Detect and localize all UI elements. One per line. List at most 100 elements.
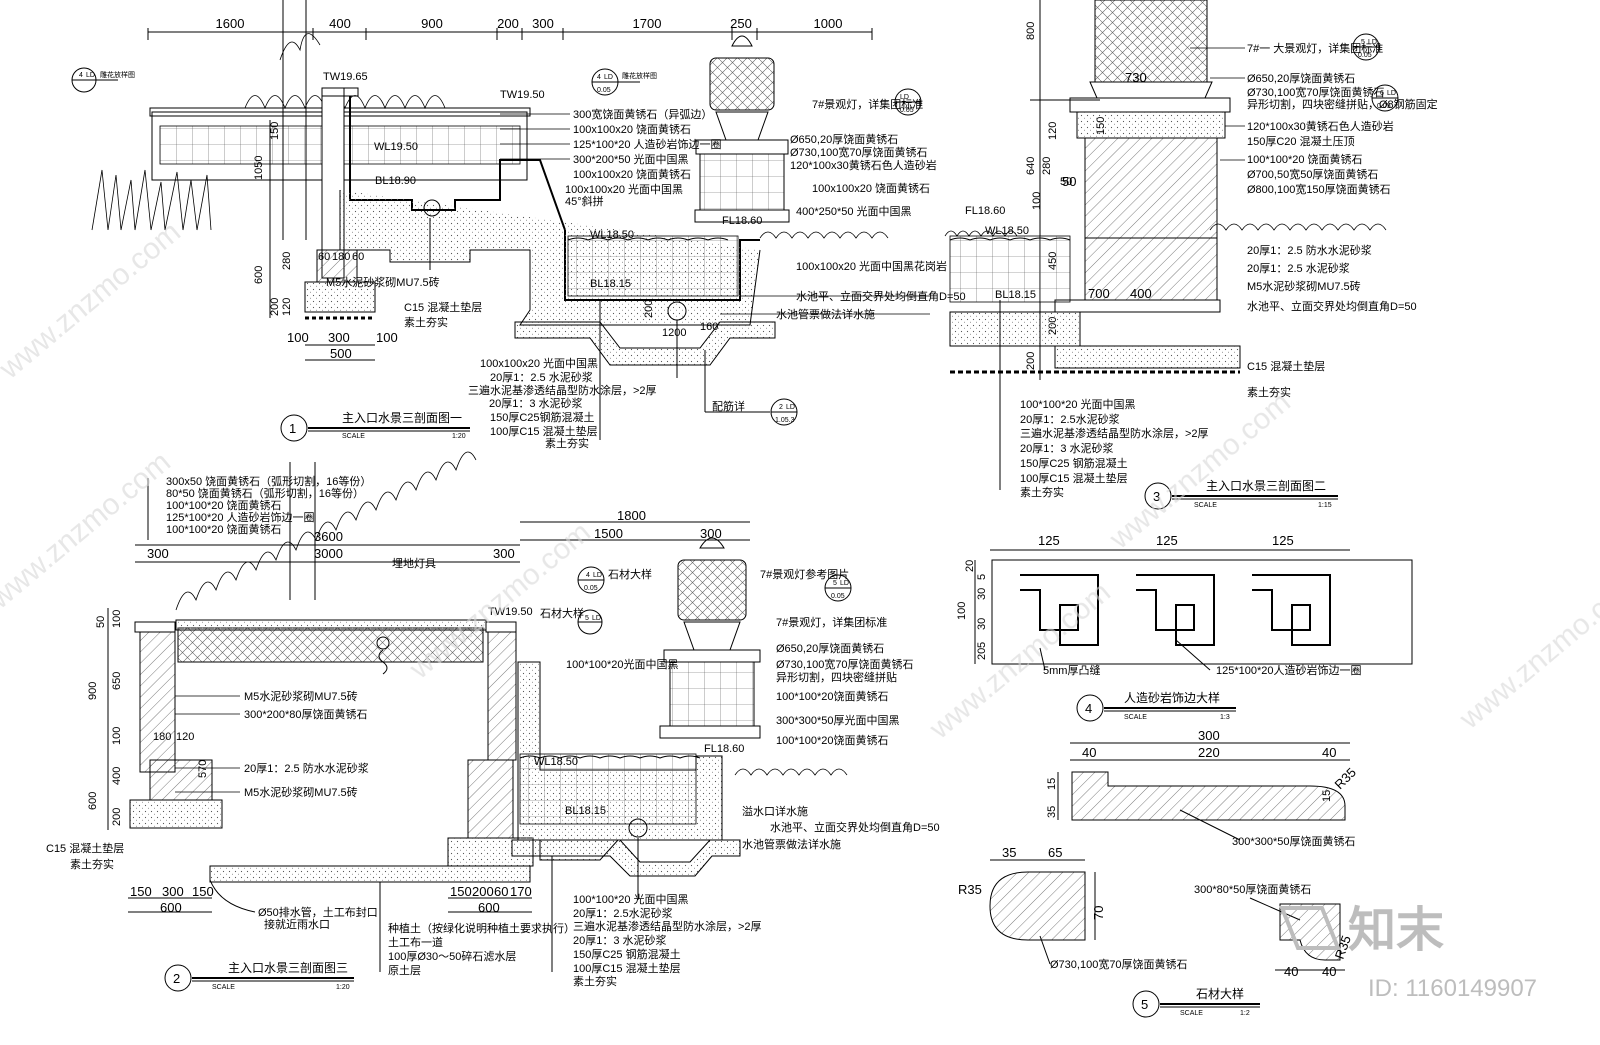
tag-sheet: 0.05 — [1358, 52, 1372, 59]
note: 300*300*50厚光面中国黑 — [776, 713, 900, 727]
note: 120*100x30黄锈石色人造砂岩 — [1247, 119, 1394, 133]
tag-num: 5 — [585, 615, 589, 622]
lamp-post-7b — [659, 537, 761, 739]
s1-lamp-notes: 7#景观灯，详集团标准 Ø650,20厚饶面黄锈石 Ø730,100宽70厚饶面… — [790, 97, 937, 218]
section-2: 300x50 饶面黄锈石（弧形切割，16等份） 80*50 饶面黄锈石（弧形切割… — [46, 451, 940, 992]
scale-label: SCALE — [212, 984, 235, 991]
s1-right-dims: 1200 200 160 — [643, 300, 718, 339]
note: 水池平、立面交界处均倒直角D=50 — [770, 820, 940, 834]
tag-ld: LD — [900, 94, 909, 101]
dim: 400 — [1130, 286, 1152, 301]
s3-vert-dims: 800 640 120 150 280 50 450 200 100 200 — [1025, 22, 1107, 370]
note: 原土层 — [388, 964, 421, 977]
note: 100*100*20 饶面黄锈石 — [1247, 152, 1363, 166]
note: 100厚Ø30～50碎石滤水层 — [388, 949, 516, 963]
tag-ld: LD — [593, 572, 602, 579]
dim: 180 — [332, 251, 350, 263]
dim: 300 — [493, 546, 515, 561]
dim: 1050 — [253, 156, 265, 180]
s4-title-block: 4 人造砂岩饰边大样 SCALE 1:3 — [1076, 690, 1236, 722]
s1-detail-tag-left: 4 LD 雕花放样图 — [71, 67, 135, 93]
s1-notes-right: 300宽饶面黄锈石（异弧边） 100x100x20 饶面黄锈石 125*100*… — [565, 107, 722, 208]
note: 300x50 饶面黄锈石（弧形切割，16等份） — [166, 474, 371, 488]
dim: 900 — [421, 16, 443, 31]
note-stone: 300*300*50厚饶面黄锈石 — [1232, 834, 1356, 848]
dim: 125 — [1038, 533, 1060, 548]
s1-levels: TW19.65 TW19.50 WL19.50 BL18.90 FL18.60 … — [323, 71, 762, 290]
note: 20厚1：2.5 水泥砂浆 — [1247, 261, 1350, 275]
section-title: 石材大样 — [1196, 986, 1244, 1001]
dim: 15 — [1046, 778, 1058, 790]
note: 种植土（按绿化说明种植土要求执行） — [388, 921, 575, 935]
s3-levels: FL18.60 WL18.50 BL18.15 — [965, 205, 1036, 301]
dim: 170 — [510, 884, 532, 899]
s2-title-block: 2 主入口水景三剖面图三 SCALE 1:20 — [164, 961, 354, 992]
note: M5水泥砂浆砌MU7.5砖 — [1247, 279, 1361, 293]
note: 7#景观灯，详集团标准 — [812, 97, 923, 111]
layer: 20厚1：3 水泥砂浆 — [489, 396, 583, 410]
dim: 100 — [287, 330, 309, 345]
tag-num: 5 — [1361, 39, 1365, 46]
section-4: 125 125 125 20 5 30 100 30 5 20 5mm厚凸缝 1… — [956, 533, 1413, 722]
dim: 50 — [1060, 176, 1072, 188]
s1-left-dims: 600 200 120 280 1050 150 — [253, 122, 293, 316]
s3-top-notes: 7#一 大景观灯，详集团标准 Ø650,20厚饶面黄锈石 Ø730,100宽70… — [1247, 41, 1438, 196]
valve-icon — [423, 199, 441, 217]
tag-label: 雕花放样图 — [622, 71, 657, 80]
dim: 150 — [269, 122, 281, 140]
section-number: 3 — [1153, 489, 1160, 504]
s1-base-dims: 100 300 100 500 — [287, 330, 398, 361]
section-5: 300 40 220 40 15 35 15 R35 300*300*50厚饶面… — [958, 728, 1359, 1018]
tag-num: 6 — [1380, 90, 1384, 97]
tag-num: 5 — [833, 580, 837, 587]
s3-layers: 100*100*20 光面中国黑 20厚1：2.5水泥砂浆 三遍水泥基渗透结晶型… — [1020, 397, 1209, 499]
dim: 150 — [130, 884, 152, 899]
dim: 300 — [700, 526, 722, 541]
dim: 300 — [1198, 728, 1220, 743]
dim: 300 — [162, 884, 184, 899]
note: 80*50 饶面黄锈石（弧形切割，16等份） — [166, 486, 364, 500]
note: 400*250*50 光面中国黑 — [796, 204, 912, 218]
note: 300*200*50 光面中国黑 — [573, 152, 689, 166]
note: 100x100x20 光面中国黑花岗岩 — [796, 259, 947, 273]
s3-tags: 5 LD 0.05 6 LD 0.05 — [1352, 33, 1399, 112]
dim: 120 — [1047, 122, 1059, 140]
note: 7#景观灯，详集团标准 — [776, 615, 887, 629]
note: C15 混凝土垫层 — [404, 300, 482, 314]
tag-ld: LD — [1368, 39, 1377, 46]
dim: 1600 — [216, 16, 245, 31]
level-fl: FL18.60 — [965, 205, 1005, 217]
dim: 100 — [111, 727, 123, 745]
layer: 素土夯实 — [545, 436, 589, 450]
s2-drain-notes: Ø50排水管，土工布封口 接就近雨水口 — [258, 905, 378, 931]
s1-lower-notes: 100x100x20 光面中国黑花岗岩 水池平、立面交界处均倒直角D=50 水池… — [776, 259, 966, 321]
dim: 65 — [1048, 845, 1062, 860]
dim: 640 — [1025, 157, 1037, 175]
dim: 200 — [1025, 352, 1037, 370]
note: Ø650,20厚饶面黄锈石 — [776, 641, 884, 655]
scale-label: SCALE — [1194, 502, 1217, 509]
note-b: Ø730,100宽70厚饶面黄锈石 — [1050, 957, 1188, 971]
s1-top-dims: 1600 400 900 200 300 1700 250 1000 — [216, 16, 843, 31]
level-tw: TW19.65 — [323, 71, 368, 83]
note: 溢水口详水施 — [742, 804, 808, 818]
note: 5mm厚凸缝 — [1043, 663, 1100, 677]
note: 素土夯实 — [70, 857, 114, 871]
note: 水池平、立面交界处均倒直角D=50 — [1247, 299, 1417, 313]
level-wl: WL18.50 — [985, 225, 1029, 237]
s2-lamp-labels: 埋地灯具 石材大样 7#景观灯参考图片 石材大样 — [392, 557, 849, 620]
dim: 40 — [1082, 745, 1096, 760]
dim: 200 — [643, 300, 655, 318]
s1-title-block: 1 主入口水景三剖面图一 SCALE 1:20 — [280, 411, 470, 442]
dim: 120 — [281, 298, 293, 316]
dim: 160 — [700, 321, 718, 333]
dim: 60 — [352, 251, 364, 263]
note: 100*100*20 饶面黄锈石 — [166, 522, 282, 536]
s3-mid-dims: 730 50 400 700 — [1062, 70, 1152, 301]
layer: 20厚1：2.5水泥砂浆 — [1020, 412, 1120, 426]
dim: 700 — [1088, 286, 1110, 301]
note: 素土夯实 — [1247, 385, 1291, 399]
tag-sheet: 0.05 — [584, 585, 598, 592]
s2-top-notes: 300x50 饶面黄锈石（弧形切割，16等份） 80*50 饶面黄锈石（弧形切割… — [166, 474, 371, 536]
s5-dims-top: 300 40 220 40 — [1082, 728, 1336, 760]
